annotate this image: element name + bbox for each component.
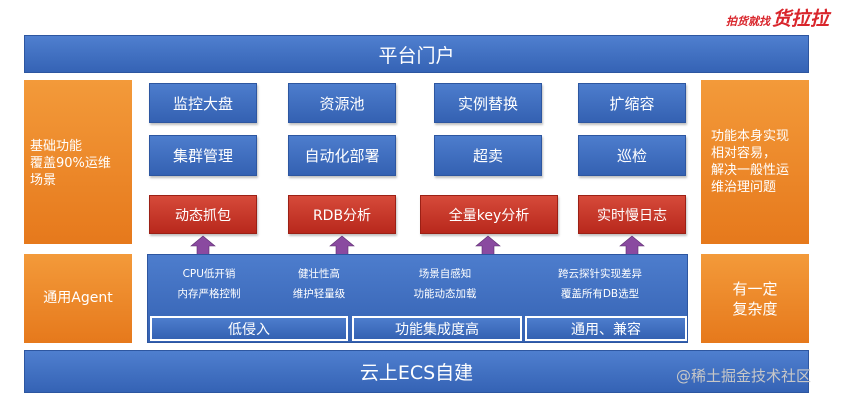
resource-pool-box: 资源池 (288, 83, 396, 123)
right-panel-description: 功能本身实现 相对容易， 解决一般性运 维治理问题 (701, 80, 809, 244)
agent-feature-self-aware: 场景自感知 功能动态加载 (413, 268, 477, 300)
monitor-dashboard-box: 监控大盘 (149, 83, 257, 123)
rdb-analysis-box: RDB分析 (288, 195, 396, 234)
dynamic-capture-box: 动态抓包 (149, 195, 257, 234)
oversell-box: 超卖 (434, 135, 542, 176)
agent-feature-cross-cloud: 跨云探针实现差异 覆盖所有DB选型 (558, 268, 642, 300)
inspection-box: 巡检 (578, 135, 686, 176)
left-panel-basic-functions: 基础功能 覆盖90%运维 场景 (24, 80, 132, 244)
right-panel-complexity: 有一定 复杂度 (701, 254, 809, 343)
realtime-slowlog-box: 实时慢日志 (578, 195, 686, 234)
auto-deploy-box: 自动化部署 (288, 135, 396, 176)
full-key-analysis-box: 全量key分析 (420, 195, 558, 234)
agent-feature-robust: 健壮性高 维护轻量级 (292, 268, 346, 300)
watermark-text: @稀土掘金技术社区 (676, 367, 812, 385)
brand-logo: 拍货就找 货拉拉 (726, 4, 848, 30)
cluster-management-box: 集群管理 (149, 135, 257, 176)
tag-general-compatible: 通用、兼容 (525, 316, 687, 341)
tag-high-integration: 功能集成度高 (352, 316, 522, 341)
tag-low-intrusion: 低侵入 (150, 316, 348, 341)
scaling-box: 扩缩容 (578, 83, 686, 123)
logo-big-text: 货拉拉 (772, 8, 830, 30)
logo-small-text: 拍货就找 (726, 15, 770, 28)
left-panel-agent: 通用Agent (24, 254, 132, 343)
cloud-ecs-bar: 云上ECS自建 (24, 350, 809, 393)
instance-replace-box: 实例替换 (434, 83, 542, 123)
platform-portal-bar: 平台门户 (24, 35, 809, 73)
agent-feature-low-overhead: CPU低开销 内存严格控制 (177, 268, 241, 300)
